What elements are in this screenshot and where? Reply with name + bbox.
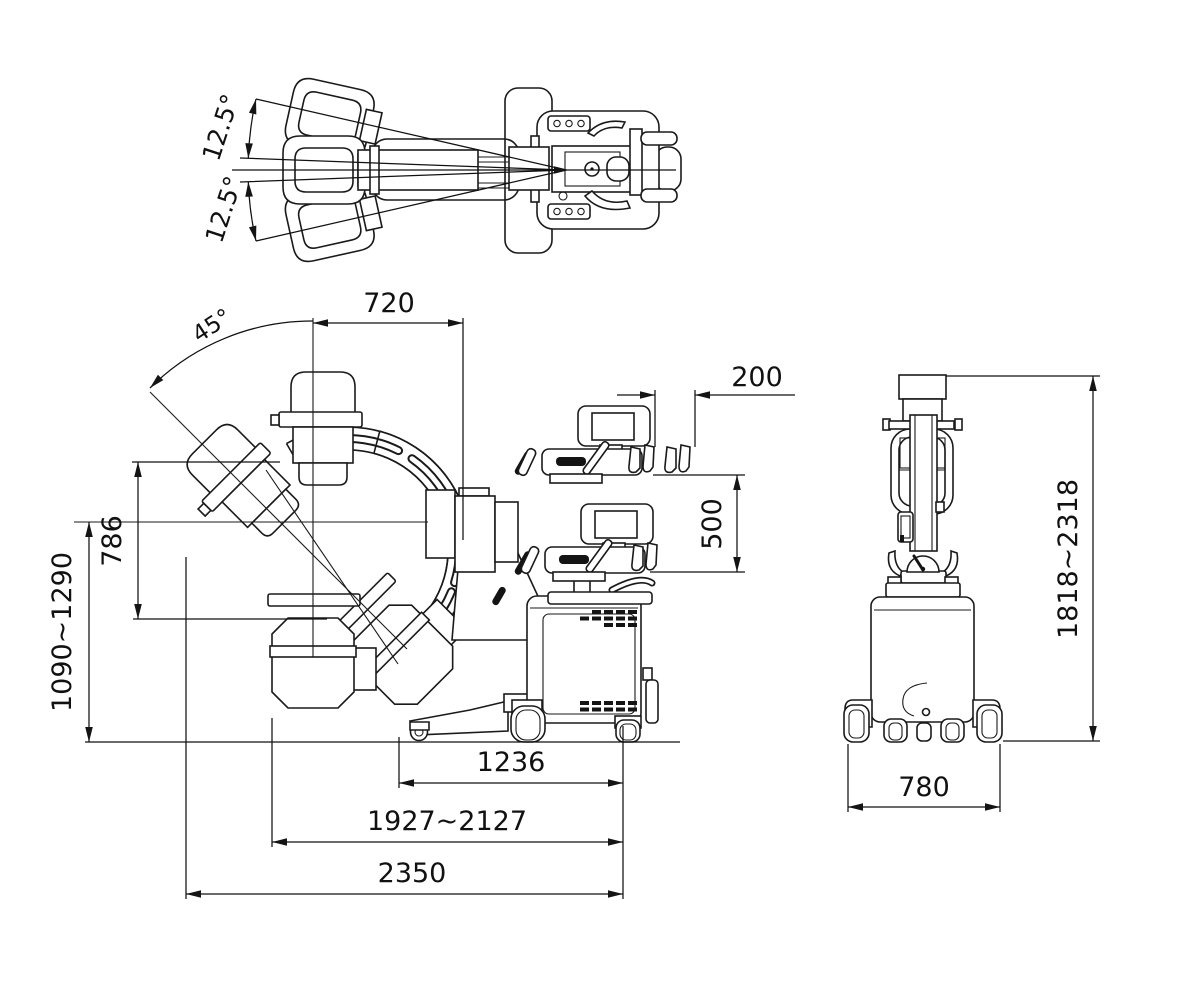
dimension-780: 780 — [847, 744, 1001, 812]
dimension-1818-2318: 1818~2318 — [946, 375, 1100, 742]
shoulder-plate — [885, 582, 961, 598]
cable-hook-top — [586, 120, 627, 137]
dim-label-1818-2318: 1818~2318 — [1053, 479, 1084, 639]
rear-caster — [614, 715, 642, 743]
cable — [902, 682, 928, 717]
cart-push-handle — [640, 131, 678, 146]
dimension-786: 786 — [97, 461, 327, 620]
steering-handle-grip — [492, 586, 506, 606]
dim-label-200: 200 — [731, 362, 783, 393]
dim-label-1927-2127: 1927~2127 — [367, 806, 527, 837]
dim-label-swivel-upper: 12.5° — [197, 90, 246, 164]
image-intensifier-rotated — [166, 413, 313, 560]
dim-label-45: 45° — [188, 304, 236, 348]
rear-cart-body — [870, 596, 975, 723]
dimension-1927-2127: 1927~2127 — [271, 718, 623, 847]
dimension-720: 720 — [313, 288, 464, 540]
dim-label-swivel-lower: 12.5° — [200, 172, 249, 246]
dimension-200: 200 — [617, 362, 795, 447]
column-clamp — [897, 501, 945, 543]
rear-base — [843, 699, 1003, 743]
image-intensifier — [270, 371, 363, 486]
column-top-cap — [898, 374, 947, 400]
cable-hook — [664, 444, 691, 474]
dim-label-1090-1290: 1090~1290 — [47, 552, 78, 712]
dimension-1236: 1236 — [398, 726, 624, 899]
rear-wheel — [976, 704, 1003, 743]
top-view: 12.5° 12.5° — [197, 74, 682, 266]
vent-grille — [580, 610, 637, 712]
dimension-2350: 2350 — [185, 557, 623, 899]
dim-label-2350: 2350 — [378, 858, 447, 889]
dim-label-786: 786 — [97, 515, 128, 567]
dimension-1090-1290: 1090~1290 — [47, 522, 93, 742]
dimension-500: 500 — [650, 474, 745, 573]
rear-accessory-bar — [645, 679, 659, 724]
cart-body — [503, 595, 659, 743]
front-wheel — [510, 699, 546, 743]
dim-label-720: 720 — [363, 288, 415, 319]
monitor-console-raised — [516, 405, 691, 484]
side-view: 720 45° 786 1090~1290 200 — [47, 288, 795, 899]
rear-view: 1818~2318 780 — [843, 374, 1100, 812]
inner-caster — [883, 718, 908, 743]
monitor-console-lowered — [519, 503, 658, 605]
front-leg — [408, 699, 509, 742]
rear-connector — [642, 667, 653, 681]
dim-label-780: 780 — [898, 772, 950, 803]
rear-wheel — [843, 704, 870, 743]
axis-lines — [74, 318, 428, 665]
cable-plug — [921, 707, 931, 717]
cable-hook-top — [583, 189, 632, 211]
dim-label-500: 500 — [697, 498, 728, 550]
dim-label-1236: 1236 — [477, 747, 546, 778]
inner-caster — [940, 718, 965, 743]
dimension-45deg: 45° — [147, 304, 314, 391]
cart-push-handle — [640, 188, 678, 203]
support-column — [909, 414, 938, 552]
